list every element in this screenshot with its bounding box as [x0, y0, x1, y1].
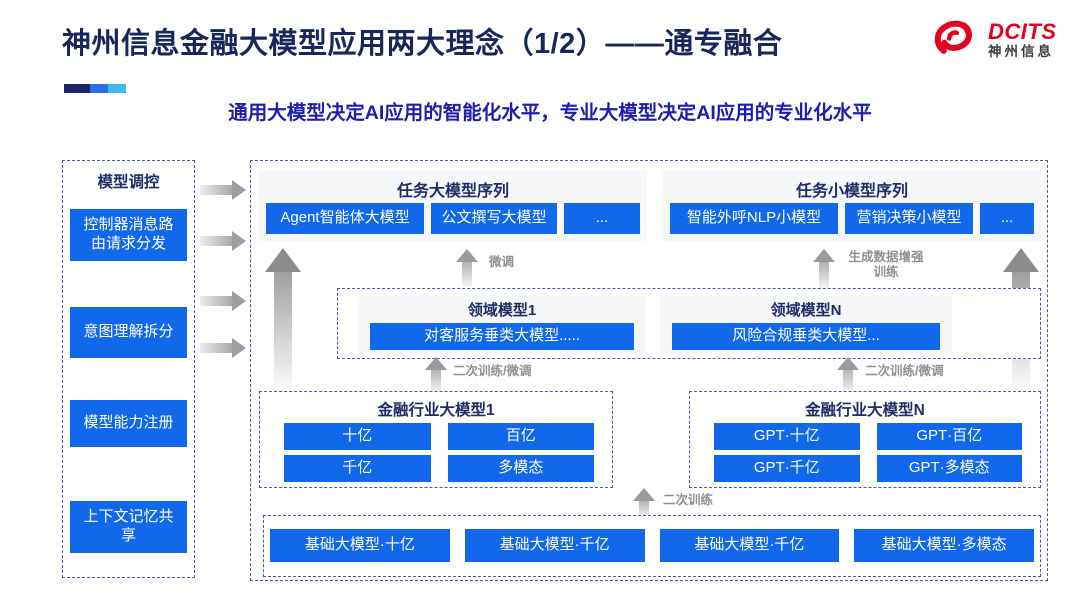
logo-text: DCITS	[988, 18, 1057, 44]
logo-cn-text: 神州信息	[988, 43, 1054, 59]
model-chip-marketing: 营销决策小模型	[845, 203, 973, 234]
model-chip-gpt-1000b: GPT·千亿	[714, 455, 860, 482]
model-control-title: 模型调控	[97, 174, 160, 191]
secondary-training-finetune-label-left: 二次训练/微调	[453, 364, 532, 378]
sidebar-item-capability: 模型能力注册	[70, 400, 187, 447]
task-small-model-group: 任务小模型序列 智能外呼NLP小模型 营销决策小模型 ...	[663, 171, 1041, 241]
domain-model-band: 领域模型1 对客服务垂类大模型..... 领域模型N 风险合规垂类大模型...	[337, 288, 1041, 359]
domain-model-1-title: 领域模型1	[467, 302, 537, 319]
model-chip-gpt-10b: GPT·十亿	[714, 423, 860, 450]
domain-model-group-1: 领域模型1 对客服务垂类大模型.....	[358, 296, 646, 353]
domain-model-group-n: 领域模型N 风险合规垂类大模型...	[660, 296, 952, 353]
dcits-swirl-icon	[926, 16, 982, 63]
task-large-model-group: 任务大模型序列 Agent智能体大模型 公文撰写大模型 ...	[259, 171, 647, 241]
model-chip-risk-compliance: 风险合规垂类大模型...	[672, 323, 940, 350]
domain-model-n-title: 领域模型N	[770, 302, 842, 319]
gen-data-training-label: 生成数据增强训练	[848, 250, 924, 279]
secondary-training-label: 二次训练	[663, 493, 714, 507]
model-chip-100b: 百亿	[447, 423, 594, 450]
model-chip-gpt-100b: GPT·百亿	[876, 423, 1022, 450]
task-small-title: 任务小模型序列	[795, 183, 908, 200]
model-chip-10b: 十亿	[284, 423, 431, 450]
arrow-right-icon	[200, 338, 247, 358]
model-chip-base-1000b-2: 基础大模型·千亿	[659, 529, 840, 562]
model-chip-base-1000b: 基础大模型·千亿	[464, 529, 645, 562]
model-chip-gpt-multimodal: GPT·多模态	[876, 455, 1022, 482]
base-model-box: 基础大模型·十亿 基础大模型·千亿 基础大模型·千亿 基础大模型·多模态	[263, 515, 1041, 577]
sidebar-item-router: 控制器消息路由请求分发	[70, 209, 187, 261]
fine-tune-label: 微调	[489, 255, 515, 269]
model-chip-agent: Agent智能体大模型	[266, 203, 424, 234]
company-logo: DCITS 神州信息	[926, 16, 1057, 63]
page-title: 神州信息金融大模型应用两大理念（1/2）——通专融合	[62, 28, 783, 60]
industry-model-group-1: 金融行业大模型1 十亿 百亿 千亿 多模态	[259, 391, 613, 488]
industry-model-n-title: 金融行业大模型N	[805, 402, 925, 419]
arrow-right-icon	[200, 291, 247, 311]
arrow-right-icon	[200, 180, 247, 200]
arrow-up-icon	[265, 248, 301, 394]
industry-model-group-n: 金融行业大模型N GPT·十亿 GPT·百亿 GPT·千亿 GPT·多模态	[689, 391, 1041, 488]
sidebar-item-intent: 意图理解拆分	[70, 307, 187, 358]
arrow-up-icon	[813, 249, 835, 288]
model-chip-outbound-nlp: 智能外呼NLP小模型	[670, 203, 838, 234]
model-chip-multimodal: 多模态	[447, 455, 594, 482]
sidebar-item-context: 上下文记忆共享	[70, 501, 187, 553]
model-architecture-container: 任务大模型序列 Agent智能体大模型 公文撰写大模型 ... 任务小模型序列 …	[250, 160, 1048, 581]
secondary-training-finetune-label-right: 二次训练/微调	[865, 364, 944, 378]
arrow-up-icon	[456, 249, 478, 286]
arrow-right-icon	[200, 231, 247, 251]
model-control-panel: 模型调控 控制器消息路由请求分发 意图理解拆分 模型能力注册 上下文记忆共享	[62, 160, 195, 578]
title-accent-bar	[64, 84, 126, 93]
arrow-up-icon	[837, 357, 859, 391]
industry-model-1-title: 金融行业大模型1	[377, 402, 495, 419]
model-chip-customer-service: 对客服务垂类大模型.....	[370, 323, 634, 350]
model-chip-more: ...	[564, 203, 640, 234]
model-chip-base-multimodal: 基础大模型·多模态	[854, 529, 1034, 562]
model-chip-more: ...	[980, 203, 1034, 234]
model-chip-base-10b: 基础大模型·十亿	[270, 529, 450, 562]
arrow-up-icon	[633, 488, 655, 517]
task-large-title: 任务大模型序列	[396, 183, 509, 200]
arrow-up-icon	[425, 357, 447, 391]
model-chip-document: 公文撰写大模型	[431, 203, 557, 234]
model-chip-1000b: 千亿	[284, 455, 431, 482]
slide-subtitle: 通用大模型决定AI应用的智能化水平，专业大模型决定AI应用的专业化水平	[228, 102, 872, 124]
